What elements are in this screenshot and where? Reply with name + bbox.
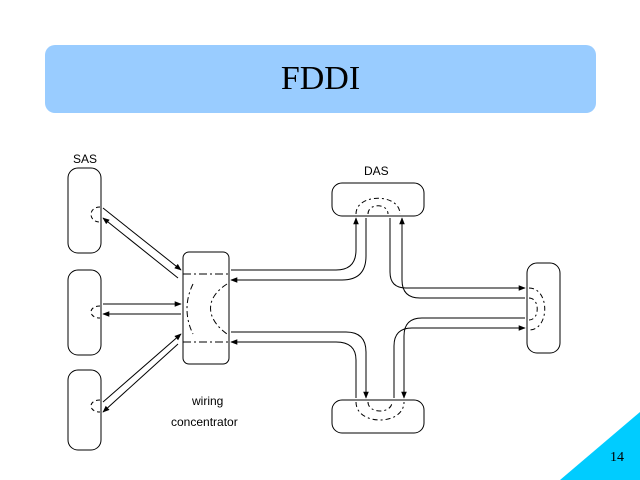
das-top-loop-outer	[355, 197, 401, 215]
sas-label: SAS	[73, 152, 98, 166]
sas-loop-3	[90, 399, 101, 413]
das-bottom-loop-outer	[355, 401, 405, 421]
title-banner: FDDI	[45, 45, 596, 113]
sas-loop-1	[90, 206, 101, 223]
wiring-concentrator	[182, 251, 230, 365]
ring-das-bottom-to-right-outer	[393, 325, 526, 398]
das-station-top	[331, 182, 425, 217]
das-top-loop-inner	[367, 205, 389, 215]
link-sas1-out	[102, 207, 182, 271]
concentrator-inner-loop-right	[210, 283, 228, 335]
sas-station-2	[67, 269, 102, 356]
link-sas1-in	[102, 217, 179, 279]
ring-conc-to-das-top-outer	[231, 217, 359, 271]
link-sas3-out	[102, 333, 182, 403]
page-number: 14	[610, 450, 624, 465]
das-right-loop-outer	[528, 287, 546, 331]
ring-das-top-to-conc-inner	[230, 218, 367, 283]
sas-loop-2	[90, 305, 101, 319]
ring-das-right-to-bottom-inner	[401, 317, 525, 399]
das-station-bottom	[331, 399, 425, 434]
das-label: DAS	[364, 164, 389, 178]
ring-das-top-to-right-inner	[389, 218, 526, 291]
sas-station-3	[67, 369, 102, 451]
link-sas3-in	[102, 343, 179, 413]
ring-conc-to-das-bottom-outer	[231, 331, 369, 399]
sas-station-1	[67, 167, 102, 254]
das-bottom-loop-inner	[367, 401, 393, 412]
concentrator-label-line1: wiring	[192, 394, 224, 408]
concentrator-label-line2: concentrator	[171, 415, 238, 429]
ring-das-right-to-top-outer	[399, 217, 525, 299]
das-right-loop-inner	[528, 297, 538, 321]
ring-das-bottom-to-conc-inner	[230, 339, 357, 398]
concentrator-inner-loop-left	[186, 283, 194, 335]
das-station-right	[526, 262, 561, 354]
slide-title: FDDI	[280, 60, 361, 97]
